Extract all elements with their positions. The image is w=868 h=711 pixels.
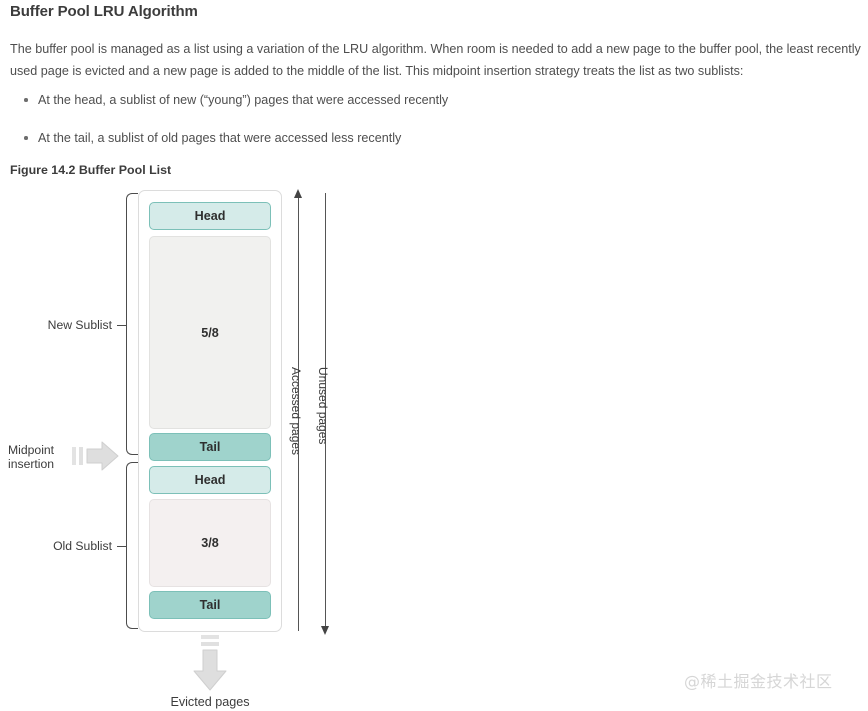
new-sublist-head-cell: Head	[149, 202, 271, 230]
figure-caption: Figure 14.2 Buffer Pool List	[10, 163, 172, 177]
new-sublist-tail-cell: Tail	[149, 433, 271, 461]
buffer-pool-list-container: Head 5/8 Tail Head 3/8 Tail	[138, 190, 282, 632]
midpoint-insertion-line2: insertion	[8, 457, 55, 471]
list-item: At the head, a sublist of new (“young”) …	[10, 90, 710, 110]
evicted-pages-arrow-icon	[193, 635, 227, 691]
old-sublist-body-cell: 3/8	[149, 499, 271, 587]
unused-pages-arrowhead-icon	[320, 626, 329, 635]
midpoint-insertion-label: Midpoint insertion	[8, 443, 70, 471]
new-sublist-bracket-tick	[117, 325, 126, 326]
watermark: @稀土掘金技术社区	[684, 672, 833, 691]
new-sublist-body-cell: 5/8	[149, 236, 271, 429]
old-sublist-bracket	[126, 462, 138, 629]
unused-pages-label: Unused pages	[316, 367, 330, 445]
old-sublist-head-cell: Head	[149, 466, 271, 494]
accessed-pages-arrowhead-icon	[293, 189, 302, 198]
page-title: Buffer Pool LRU Algorithm	[10, 3, 198, 20]
sublist-bullet-list: At the head, a sublist of new (“young”) …	[10, 90, 710, 166]
list-item: At the tail, a sublist of old pages that…	[10, 128, 710, 148]
evicted-pages-label: Evicted pages	[170, 695, 250, 709]
buffer-pool-diagram: New Sublist Old Sublist Midpoint inserti…	[0, 185, 868, 711]
unused-pages-arrow-line	[325, 193, 326, 631]
new-sublist-bracket	[126, 193, 138, 455]
old-sublist-tail-cell: Tail	[149, 591, 271, 619]
accessed-pages-label: Accessed pages	[289, 367, 303, 456]
intro-paragraph: The buffer pool is managed as a list usi…	[10, 42, 861, 78]
old-sublist-label: Old Sublist	[53, 539, 112, 553]
new-sublist-label: New Sublist	[47, 318, 112, 332]
midpoint-insertion-arrow-icon	[72, 441, 119, 471]
accessed-pages-arrow-line	[298, 193, 299, 631]
old-sublist-bracket-tick	[117, 546, 126, 547]
midpoint-insertion-line1: Midpoint	[8, 443, 55, 457]
